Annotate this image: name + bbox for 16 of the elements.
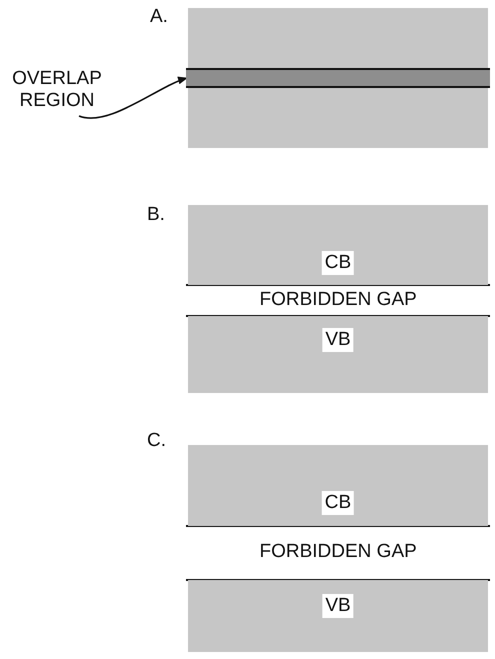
panel-letter: C.	[147, 430, 166, 452]
band-label: CB	[322, 491, 354, 515]
gap-label: FORBIDDEN GAP	[260, 541, 417, 563]
leader-line	[78, 77, 188, 119]
callout-label: OVERLAP REGION	[2, 68, 112, 114]
gap-label: FORBIDDEN GAP	[260, 289, 417, 311]
overlap-band	[186, 68, 490, 88]
band-label: VB	[322, 328, 354, 352]
conduction-band	[188, 445, 488, 526]
panel-letter: B.	[147, 204, 165, 226]
band-label: VB	[322, 594, 354, 618]
panel-letter: A.	[150, 6, 168, 28]
conduction-band	[188, 205, 488, 285]
band-label: CB	[322, 251, 354, 275]
valence-band	[188, 580, 488, 652]
valence-band	[188, 316, 488, 393]
